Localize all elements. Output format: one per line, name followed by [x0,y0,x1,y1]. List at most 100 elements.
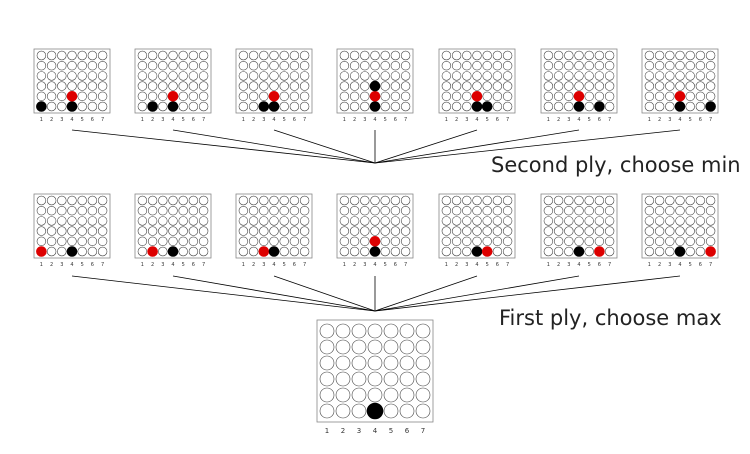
black-piece [36,101,47,112]
empty-cell [553,206,564,216]
empty-cell [168,71,178,81]
empty-cell [462,236,472,247]
empty-cell [158,101,168,112]
empty-cell [675,216,685,226]
empty-cell [604,236,615,247]
column-number-label: 4 [577,117,580,123]
empty-cell [46,71,57,81]
empty-cell [462,50,472,61]
empty-cell [349,71,360,81]
empty-cell [390,60,401,71]
empty-cell [584,246,594,257]
empty-cell [87,246,98,257]
black-piece [369,101,381,112]
column-number-label: 7 [101,117,104,123]
empty-cell [248,216,259,226]
empty-cell [97,91,108,102]
empty-cell [654,246,665,257]
empty-cell [158,71,168,81]
empty-cell [147,91,158,102]
empty-cell [665,91,675,102]
empty-cell [238,195,249,206]
empty-cell [400,206,411,216]
empty-cell [87,81,98,91]
empty-cell [543,206,554,216]
empty-cell [685,71,695,81]
column-number-label: 7 [709,262,712,268]
empty-cell [564,226,574,236]
empty-cell [543,226,554,236]
empty-cell [665,236,675,247]
empty-cell [349,206,360,216]
column-number-label: 3 [465,117,468,123]
black-piece [66,246,78,257]
empty-cell [441,60,452,71]
empty-cell [269,236,279,247]
empty-cell [248,71,259,81]
empty-cell [46,206,57,216]
empty-cell [248,246,259,257]
empty-cell [339,226,350,236]
empty-cell [472,206,482,216]
empty-cell [584,91,594,102]
empty-cell [238,60,249,71]
empty-cell [675,226,685,236]
column-number-label: 5 [384,262,387,268]
empty-cell [390,226,401,236]
empty-cell [451,216,462,226]
black-piece [66,101,78,112]
column-number-label: 7 [202,117,205,123]
empty-cell [574,226,584,236]
empty-cell [644,50,655,61]
column-number-label: 5 [283,117,286,123]
empty-cell [574,60,584,71]
empty-cell [168,236,178,247]
empty-cell [178,91,188,102]
empty-cell [665,71,675,81]
empty-cell [57,81,67,91]
empty-cell [695,236,706,247]
empty-cell [654,226,665,236]
empty-cell [415,355,431,371]
column-number-label: 2 [557,117,560,123]
empty-cell [77,226,87,236]
empty-cell [441,71,452,81]
empty-cell [644,60,655,71]
empty-cell [57,216,67,226]
empty-cell [198,60,209,71]
empty-cell [502,236,513,247]
column-number-label: 1 [325,427,329,435]
empty-cell [137,91,148,102]
empty-cell [360,91,370,102]
empty-cell [360,226,370,236]
empty-cell [604,216,615,226]
empty-cell [415,403,431,419]
empty-cell [137,246,148,257]
tree-edge [374,275,681,312]
empty-cell [279,60,289,71]
empty-cell [705,236,716,247]
empty-cell [77,81,87,91]
column-number-label: 7 [506,262,509,268]
empty-cell [289,50,300,61]
empty-cell [370,216,380,226]
empty-cell [543,101,554,112]
empty-cell [654,71,665,81]
empty-cell [238,226,249,236]
empty-cell [380,101,390,112]
tree-edge [172,129,376,164]
empty-cell [574,71,584,81]
empty-cell [259,60,269,71]
empty-cell [502,71,513,81]
empty-cell [259,50,269,61]
empty-cell [259,91,269,102]
column-number-label: 3 [60,117,63,123]
empty-cell [147,50,158,61]
empty-cell [502,216,513,226]
empty-cell [594,226,605,236]
empty-cell [492,226,503,236]
empty-cell [370,71,380,81]
empty-cell [502,81,513,91]
empty-cell [380,195,390,206]
empty-cell [269,216,279,226]
